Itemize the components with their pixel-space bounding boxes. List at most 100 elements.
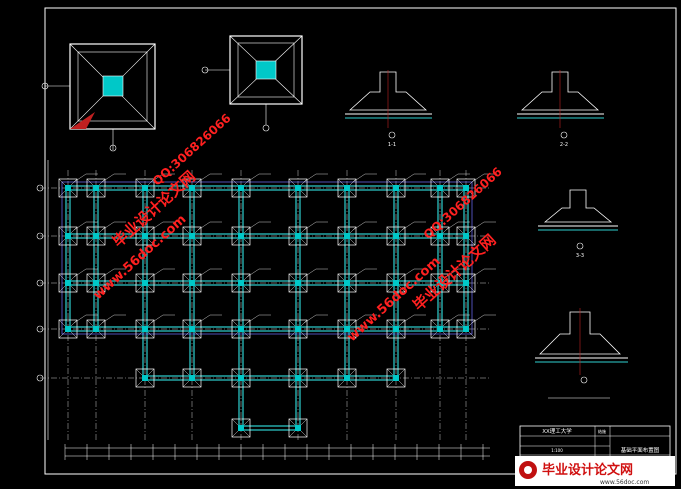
footing-column [238,326,244,332]
footing-detail-1 [41,43,156,152]
leader-line [445,268,459,278]
footing-pad [456,178,476,198]
footing-column [295,375,301,381]
footing-pad [182,319,202,339]
footing-column [189,280,195,286]
leader-line [445,221,459,231]
footing-pad [386,178,406,198]
axis-bubble [36,184,44,192]
footing-pad [135,319,155,339]
footing-column [142,375,148,381]
leader-line [401,268,415,278]
footing-column [189,326,195,332]
leader-line [101,268,115,278]
leader-line [471,314,485,324]
footing-column [238,280,244,286]
leader-line [197,173,211,183]
leader-line [401,173,415,183]
leader-line [471,268,485,278]
outline-edge [61,181,473,335]
footing-pad [337,178,357,198]
leader-line [197,221,211,231]
footing-pad [231,368,251,388]
footing-column [65,326,71,332]
leader-line [471,173,485,183]
footing-column [437,233,443,239]
footing-pad [288,319,308,339]
leader-line [197,314,211,324]
footing-column [142,326,148,332]
footing-pad [430,273,450,293]
leader-line [352,173,366,183]
footing-pad [231,319,251,339]
foundation-beam-h [240,425,299,431]
footing-pad [86,273,106,293]
footing-pad [58,319,78,339]
footing-pad [386,226,406,246]
logo-name: 毕业设计论文网 [542,462,633,478]
footing-column [344,233,350,239]
leader-line [352,268,366,278]
footing-pad [288,178,308,198]
leader-line [246,173,260,183]
footing-pad [231,418,251,438]
footing-pad [182,273,202,293]
footing-column [65,233,71,239]
footing-column [393,280,399,286]
footing-column [189,185,195,191]
footing-pad [231,273,251,293]
footing-column [393,326,399,332]
footing-column [344,326,350,332]
footing-pad [386,368,406,388]
leader-line [73,221,87,231]
footing-column [189,233,195,239]
footing-column [295,425,301,431]
footing-column [142,233,148,239]
footing-detail-2 [201,35,303,132]
section-detail-1: 1-1 [345,70,432,148]
footing-pad [231,178,251,198]
footing-pad [288,418,308,438]
footing-column [295,185,301,191]
leader-line [303,221,317,231]
footing-pad [86,319,106,339]
axis-bubble [36,232,44,240]
footing-pad [58,178,78,198]
footing-column [93,233,99,239]
footing-column [295,280,301,286]
leader-line [352,221,366,231]
footing-pad [182,368,202,388]
footing-pad [430,226,450,246]
leader-line [303,173,317,183]
footing-column [295,233,301,239]
section-detail-2: 2-2 [517,70,604,148]
footing-pad [86,226,106,246]
footing-column [463,233,469,239]
footing-pad [288,368,308,388]
footing-column [393,375,399,381]
leader-line [150,314,164,324]
footing-pad [386,319,406,339]
foundation-beam-h [144,375,397,381]
axis-bubble [36,325,44,333]
footing-pad [456,226,476,246]
section-label-2: 2-2 [560,142,568,148]
leader-line [246,268,260,278]
footing-column [93,326,99,332]
footing-pad [456,319,476,339]
leader-line [150,221,164,231]
footing-column [295,326,301,332]
footing-pad [337,226,357,246]
leader-line [352,314,366,324]
footing-pad [288,273,308,293]
leader-line [401,314,415,324]
section-label-3: 3-3 [576,253,584,259]
leader-line [246,314,260,324]
leader-line [445,314,459,324]
footing-pad [135,273,155,293]
footing-column [463,326,469,332]
footing-column [238,233,244,239]
footing-pad [182,226,202,246]
